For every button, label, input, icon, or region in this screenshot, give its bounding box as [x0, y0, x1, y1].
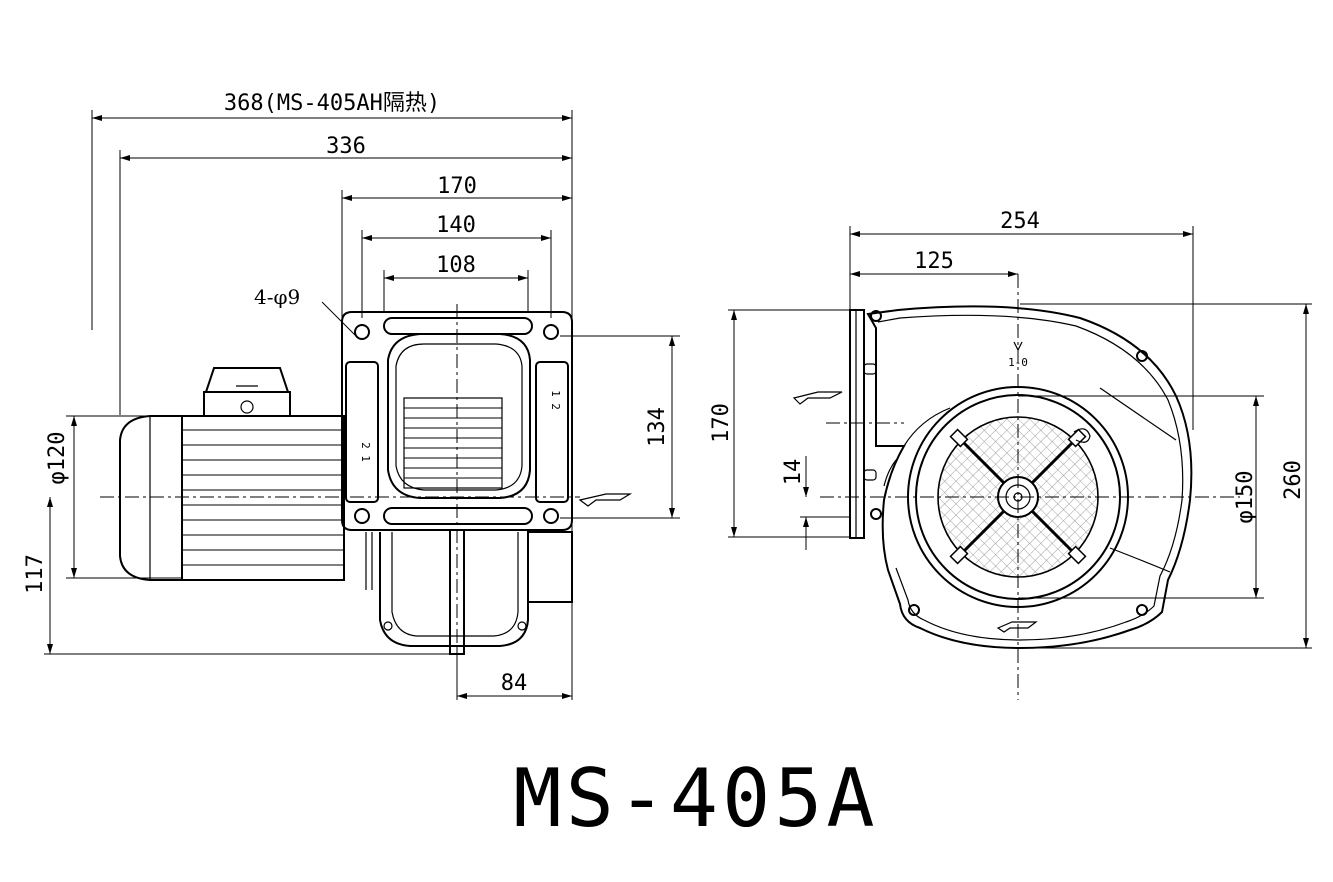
dim-84: 84 — [457, 671, 572, 699]
dim-368-label: 368(MS-405AH隔热) — [224, 91, 440, 116]
dim-108-label: 108 — [436, 253, 476, 278]
dim-117: 117 — [23, 497, 450, 655]
dim-phi150: φ150 — [1018, 395, 1264, 599]
dim-14: 14 — [781, 456, 850, 550]
nameplate-text-right: 1 2 — [549, 390, 562, 410]
dim-117-label: 117 — [23, 554, 48, 594]
dim-phi120: φ120 — [45, 415, 182, 579]
dim-254: 254 — [849, 209, 1194, 430]
flange-plate: 2 1 1 2 — [341, 311, 573, 531]
rotation-indicator — [1073, 428, 1091, 443]
dim-336-label: 336 — [326, 134, 366, 159]
dim-254-label: 254 — [1000, 209, 1040, 234]
flow-arrow-side — [578, 493, 633, 507]
dim-170-label: 170 — [437, 174, 477, 199]
dim-108: 108 — [383, 253, 529, 312]
lower-housing — [365, 529, 573, 655]
outlet-flange — [849, 309, 897, 539]
dim-125-label: 125 — [914, 249, 954, 274]
front-view: 254 125 — [709, 209, 1312, 700]
dim-134-label: 134 — [645, 407, 670, 447]
dim-170-front: 170 — [709, 309, 850, 538]
dim-336: 336 — [119, 134, 572, 415]
dim-84-label: 84 — [501, 671, 528, 696]
dim-125: 125 — [850, 249, 1018, 277]
dim-140-label: 140 — [436, 213, 476, 238]
dim-260: 260 — [1020, 303, 1312, 649]
motor-body — [119, 367, 345, 581]
blower-housing — [866, 305, 1193, 650]
dim-260-label: 260 — [1281, 460, 1306, 500]
dim-140: 140 — [361, 213, 552, 318]
hole-note: 4-φ9 — [254, 285, 300, 309]
vent-grille — [404, 407, 502, 479]
nameplate-text-left: 2 1 — [359, 442, 372, 462]
dim-14-label: 14 — [781, 459, 806, 486]
dim-368: 368(MS-405AH隔热) — [91, 91, 572, 330]
dim-phi120-label: φ120 — [45, 432, 70, 485]
dim-170-side: 170 — [341, 174, 572, 318]
dim-170-front-label: 170 — [709, 403, 734, 443]
model-title: MS-405A — [513, 752, 878, 845]
dim-134: 134 — [560, 335, 680, 519]
flow-arrow-outlet — [792, 391, 843, 405]
side-view: 368(MS-405AH隔热) 336 170 140 108 4-φ9 — [23, 91, 680, 700]
dim-phi150-label: φ150 — [1233, 471, 1258, 524]
cooling-fins — [182, 429, 344, 566]
flow-arrow-bottom — [996, 621, 1038, 633]
